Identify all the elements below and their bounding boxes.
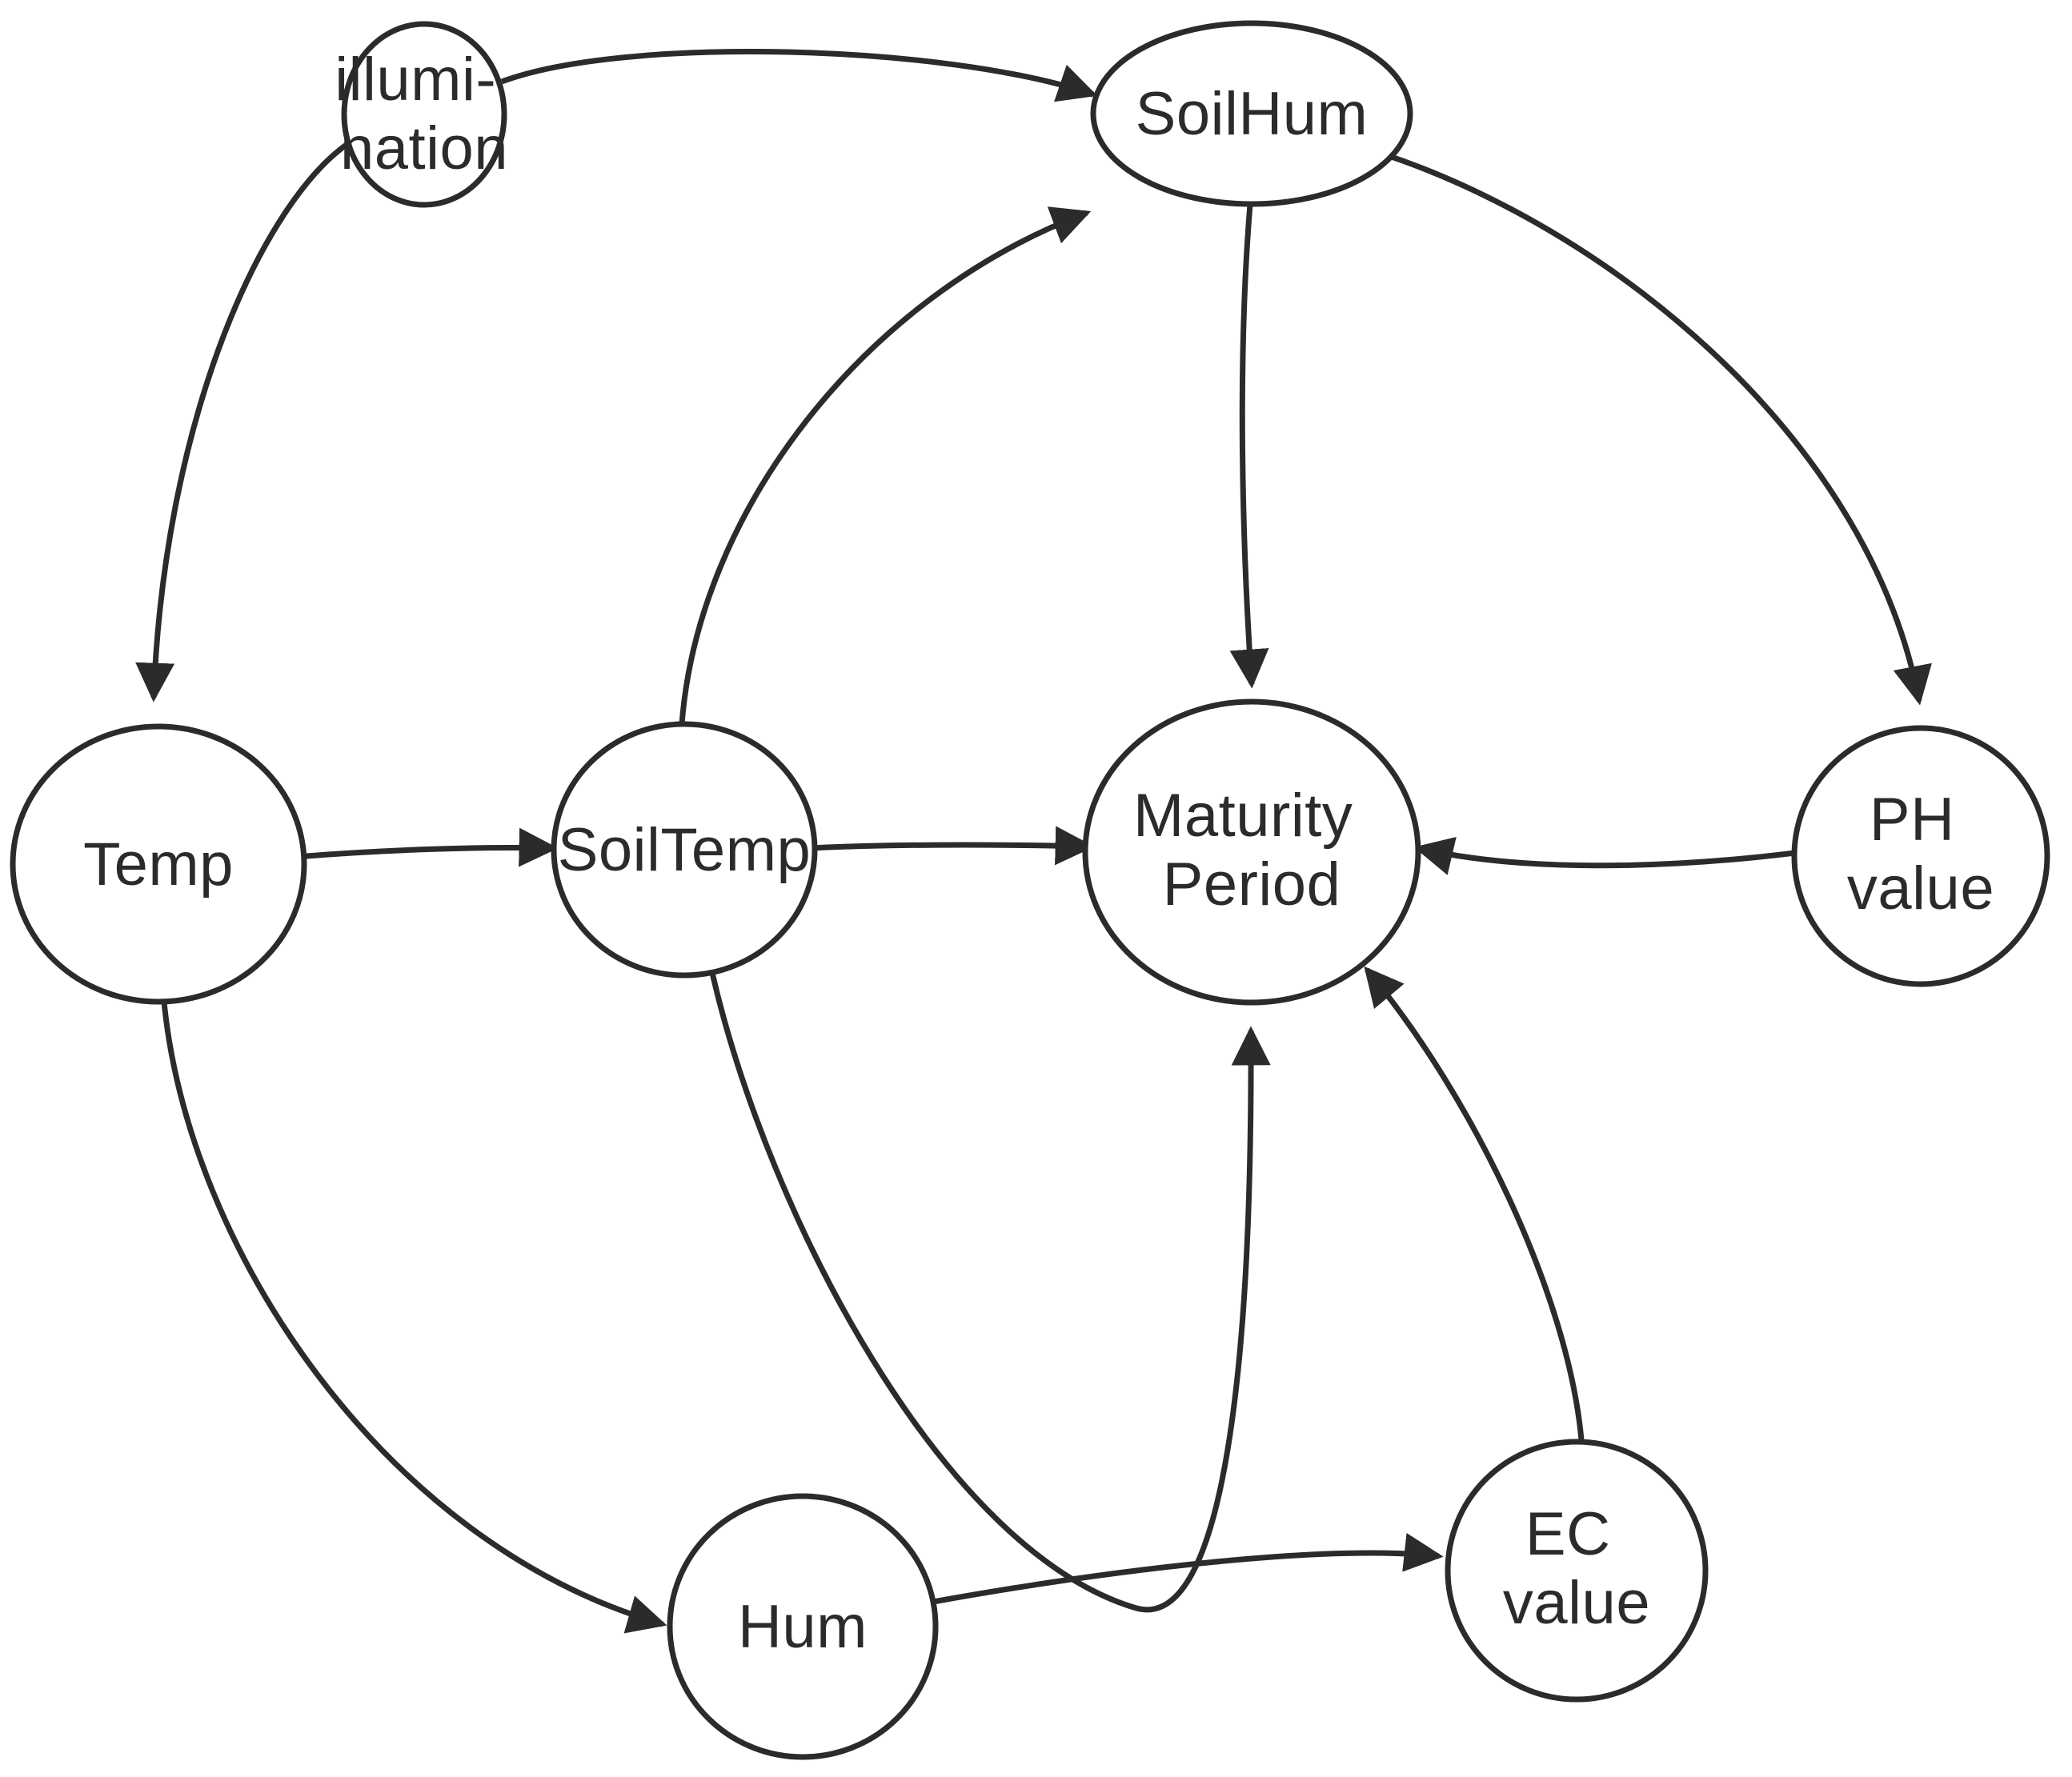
node-phvalue[interactable]: PH value: [1791, 725, 2050, 987]
node-temp-label: Temp: [83, 830, 234, 899]
node-maturityperiod[interactable]: Maturity Period: [1082, 698, 1421, 1006]
node-ecvalue-label-line2: value: [1503, 1569, 1650, 1637]
node-illumination[interactable]: illumi- nation: [335, 21, 514, 208]
node-hum-label: Hum: [738, 1593, 868, 1661]
node-phvalue-shape[interactable]: [1791, 725, 2050, 987]
node-phvalue-label-line1: PH: [1870, 786, 1955, 854]
node-temp-shape[interactable]: [10, 723, 307, 1005]
edge-soilhum-to-phvalue: [1340, 138, 1932, 706]
edge-soiltemp-to-maturityperiod-lower: [709, 972, 1271, 1613]
node-soiltemp[interactable]: SoilTemp: [551, 721, 818, 979]
edge-temp-to-hum: [161, 1001, 667, 1634]
edge-hum-to-ecvalue: [932, 1532, 1444, 1605]
node-soilhum-label: SoilHum: [1136, 80, 1369, 148]
node-illumination-shape[interactable]: [341, 21, 507, 208]
edge-ecvalue-to-maturityperiod: [1364, 966, 1585, 1441]
node-phvalue-label-line2: value: [1847, 854, 1994, 923]
node-temp[interactable]: Temp: [10, 723, 307, 1005]
edge-illumination-to-temp: [135, 140, 351, 702]
edge-layer: [135, 49, 1932, 1634]
edge-illumination-to-soilhum: [500, 49, 1098, 102]
node-illumination-label: illumi- nation: [335, 46, 514, 182]
node-soiltemp-shape[interactable]: [551, 721, 818, 979]
node-soilhum-shape[interactable]: [1090, 20, 1413, 207]
node-hum-shape[interactable]: [667, 1493, 939, 1760]
edge-soiltemp-to-maturityperiod: [809, 826, 1095, 866]
node-maturityperiod-label: Maturity Period: [1133, 782, 1370, 919]
node-soiltemp-label: SoilTemp: [558, 816, 812, 884]
node-maturityperiod-label-line2: Period: [1163, 850, 1341, 919]
node-ecvalue-label-line1: EC: [1525, 1500, 1611, 1568]
node-maturityperiod-shape[interactable]: [1082, 698, 1421, 1006]
node-layer: illumi- nation SoilHum Temp SoilTemp: [10, 20, 2050, 1760]
edge-phvalue-to-maturityperiod: [1413, 837, 1796, 875]
edge-soiltemp-to-soilhum: [679, 206, 1092, 725]
node-maturityperiod-label-line1: Maturity: [1133, 782, 1353, 850]
node-phvalue-label: PH value: [1847, 786, 1994, 923]
edge-temp-to-soiltemp: [295, 827, 559, 867]
node-illumination-label-line2: nation: [340, 114, 508, 182]
edge-soilhum-to-maturityperiod: [1229, 204, 1269, 689]
node-hum[interactable]: Hum: [667, 1493, 939, 1760]
node-soilhum[interactable]: SoilHum: [1090, 20, 1413, 207]
node-ecvalue-label: EC value: [1503, 1500, 1650, 1637]
node-ecvalue[interactable]: EC value: [1445, 1439, 1709, 1703]
node-illumination-label-line1: illumi-: [335, 46, 496, 114]
node-ecvalue-shape[interactable]: [1445, 1439, 1709, 1703]
